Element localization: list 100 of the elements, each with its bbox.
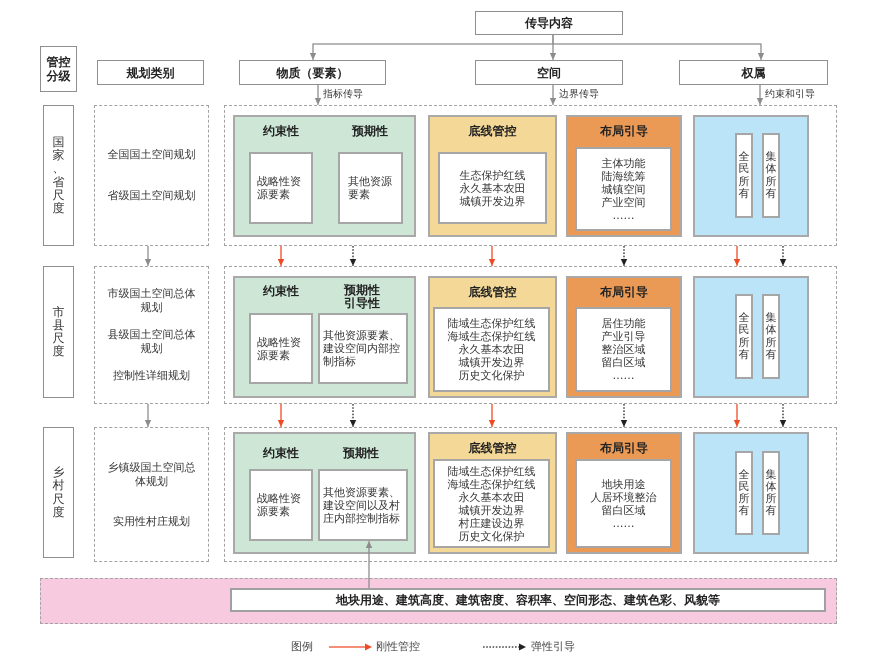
scale-box [43,427,74,558]
panel-heading: 布局引导 [600,125,648,138]
plan-type-label: 县级国土空间总体规划 [106,328,196,356]
arrow [550,85,556,105]
content-text: 战略性资源要素 [257,175,302,201]
panel-heading: 约束性 [263,447,299,460]
list-item: 城镇空间 [602,182,646,196]
arrow [734,246,740,266]
list-item: 产业空间 [602,196,646,208]
ownership-box [735,133,753,218]
list-item: 永久基本农田 [458,490,524,504]
content-box [438,152,547,224]
plan-type-label: 市级国土空间总体规划 [106,287,196,315]
panel-heading: 布局引导 [600,286,648,299]
scale-label: 市县尺度 [52,306,64,358]
arrow [350,404,356,427]
ownership-label: 全民所有 [738,312,750,361]
arrow [144,404,152,427]
layout-panel [566,115,682,237]
list-item: 陆海统筹 [602,170,646,182]
content-text: 其他资源要素、建设空间以及村庄内部控制指标 [323,486,401,524]
content-box [249,469,313,541]
tier-container [224,105,837,246]
list-item: 历史文化保护 [458,530,524,542]
panel-heading: 底线管控 [468,442,516,455]
arrow [620,404,628,427]
content-box [318,313,408,384]
panel-heading: 底线管控 [468,125,516,138]
list-item: 留白区域 [602,356,646,369]
plan-type-panel [94,105,209,246]
arrow [756,85,764,105]
arrow [488,404,496,427]
tier-header-box [40,46,77,92]
arrow [620,246,628,266]
ownership-label: 集体所有 [766,312,776,361]
list-item: 整治区域 [602,343,646,356]
panel-heading: 预期性 [343,447,379,460]
panel-heading: 预期性 [352,125,388,138]
panel-heading: 约束性 [263,285,299,298]
edge-label: 边界传导 [559,89,599,101]
header-box [239,60,386,85]
element-panel [233,115,416,237]
ownership-box [762,294,780,379]
header-label: 规划类别 [126,66,174,80]
list-item: 海域生态保护红线 [448,330,536,343]
content-box [433,307,550,392]
edge-label: 指标传导 [323,89,363,101]
scale-box [43,105,74,246]
list-item: 永久基本农田 [460,182,526,194]
content-box [338,152,403,224]
arrow [278,404,284,427]
detail-text: 地块用途、建筑高度、建筑密度、容积率、空间形态、建筑色彩、风貌等 [336,593,720,607]
detail-box [230,588,826,612]
scale-label: 乡村尺度 [52,466,64,519]
plan-type-label: 实用性村庄规划 [113,514,190,528]
header-label: 权属 [742,66,766,80]
plan-type-panel [94,427,209,562]
list-item: 陆域生态保护红线 [448,464,536,478]
ownership-panel [693,276,809,398]
plan-type-label: 省级国土空间规划 [108,189,196,203]
ownership-label: 集体所有 [766,468,776,518]
content-box [575,147,672,231]
detail-band [40,578,837,624]
content-text: 战略性资源要素 [257,336,302,362]
layout-panel [566,432,682,554]
ownership-panel [693,432,809,554]
list-item: 产业引导 [602,330,646,343]
list-item: 生态保护红线 [460,168,526,182]
ownership-box [762,451,780,535]
plan-type-label: 全国国土空间规划 [108,148,196,162]
arrow [350,246,356,266]
element-panel [233,276,416,398]
content-text: 其他资源要素 [348,175,393,201]
list-item: …… [612,208,634,222]
list-item: 居住功能 [602,317,646,330]
list-item: 人居环境整治 [590,490,656,504]
arrow [314,85,322,105]
panel-heading: 约束性 [263,125,299,138]
arrow [734,404,740,427]
legend-label: 弹性引导 [531,640,575,654]
baseline-panel [428,276,557,398]
plan-type-label: 控制性详细规划 [113,369,190,383]
ownership-box [762,133,780,218]
list-item: 历史文化保护 [458,369,524,382]
legend-title: 图例 [291,640,313,654]
ownership-label: 集体所有 [766,151,776,200]
content-box [318,469,408,541]
plan-type-panel [94,266,209,404]
list-item: 城镇开发边界 [458,356,524,369]
list-item: 主体功能 [602,156,646,170]
ownership-label: 全民所有 [738,151,750,200]
panel-heading: 布局引导 [600,442,648,455]
baseline-panel [428,115,557,237]
tier-container [224,427,837,562]
content-box [575,307,672,392]
header-box [475,60,623,85]
arrow [488,246,496,266]
ownership-panel [693,115,809,237]
legend-label: 刚性管控 [376,640,420,654]
arrow [552,35,764,60]
